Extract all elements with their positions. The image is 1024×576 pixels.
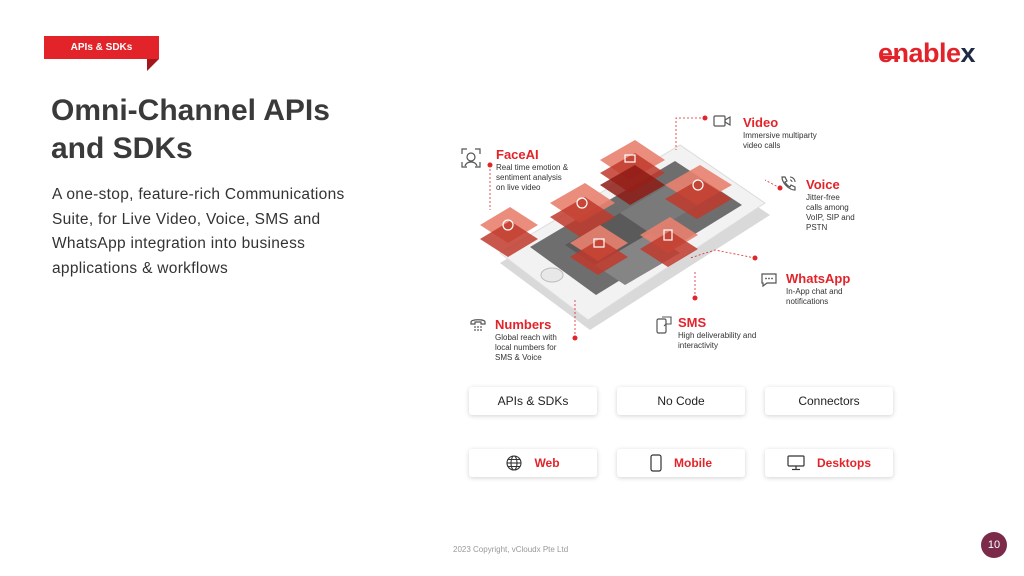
section-tag-fold [147,59,159,71]
feature-faceai-desc: Real time emotion & sentiment analysis o… [496,163,569,192]
logo-text: enable [878,38,961,68]
mobile-icon [650,454,662,472]
title-line-2: and SDKs [51,132,193,165]
page-number: 10 [987,539,1001,551]
section-tag-label: APIs & SDKs [70,42,133,53]
feature-whatsapp-desc: In-App chat and notifications [786,287,843,306]
page-description: A one-stop, feature-rich Communications … [52,186,345,277]
page-title: Omni-Channel APIs and SDKs [51,92,391,168]
logo-x: x [960,38,976,68]
desktops-button[interactable]: Desktops [765,449,893,477]
dot-faceai [487,162,493,168]
globe-icon [506,455,522,471]
dot-whatsapp [752,255,758,261]
phone-home-button [540,267,564,283]
mobile-label: Mobile [674,456,712,470]
feature-faceai: FaceAI Real time emotion & sentiment ana… [496,147,568,193]
dot-video [702,115,708,121]
feature-sms: SMS High deliverability and interactivit… [678,315,756,351]
connector-lines [487,115,783,341]
logo-dash [880,56,900,59]
connectors-button[interactable]: Connectors [765,387,893,415]
feature-sms-desc: High deliverability and interactivity [678,331,757,350]
desktops-label: Desktops [816,456,872,470]
video-icon [713,114,731,132]
copyright-text: 2023 Copyright, vCloudx Pte Ltd [453,545,569,554]
feature-whatsapp: WhatsApp In-App chat and notifications [786,271,850,307]
red-tiles [480,140,732,275]
feature-video-desc: Immersive multiparty video calls [743,131,817,150]
feature-video-title: Video [743,115,779,130]
section-tag: APIs & SDKs [44,36,159,59]
feature-faceai-title: FaceAI [496,147,539,162]
web-button[interactable]: Web [469,449,597,477]
mobile-button[interactable]: Mobile [617,449,745,477]
dot-sms [692,295,698,301]
feature-voice: Voice Jitter-free calls among VoIP, SIP … [806,177,855,233]
feature-numbers: Numbers Global reach with local numbers … [495,317,557,363]
dot-numbers [572,335,578,341]
web-label: Web [534,456,560,470]
chat-bubble-icon [760,272,778,293]
phone-illustration [480,140,770,330]
apis-sdks-label: APIs & SDKs [497,394,569,408]
feature-numbers-title: Numbers [495,317,552,332]
feature-whatsapp-title: WhatsApp [786,271,851,286]
feature-voice-title: Voice [806,177,840,192]
feature-numbers-desc: Global reach with local numbers for SMS … [495,333,557,362]
apis-sdks-button[interactable]: APIs & SDKs [469,387,597,415]
feature-sms-title: SMS [678,315,707,330]
no-code-button[interactable]: No Code [617,387,745,415]
enablex-logo: enablex [878,38,976,69]
dot-voice [777,185,783,191]
no-code-label: No Code [657,394,705,408]
feature-video: Video Immersive multiparty video calls [743,115,817,151]
dialpad-icon [469,316,487,339]
page-number-badge: 10 [981,532,1007,558]
title-line-1: Omni-Channel APIs [51,94,330,127]
feature-voice-desc: Jitter-free calls among VoIP, SIP and PS… [806,193,855,232]
sms-phone-icon [655,316,673,339]
connectors-label: Connectors [798,394,860,408]
desktop-icon [787,455,805,471]
phone-call-icon [779,175,797,198]
face-scan-icon [460,147,482,174]
